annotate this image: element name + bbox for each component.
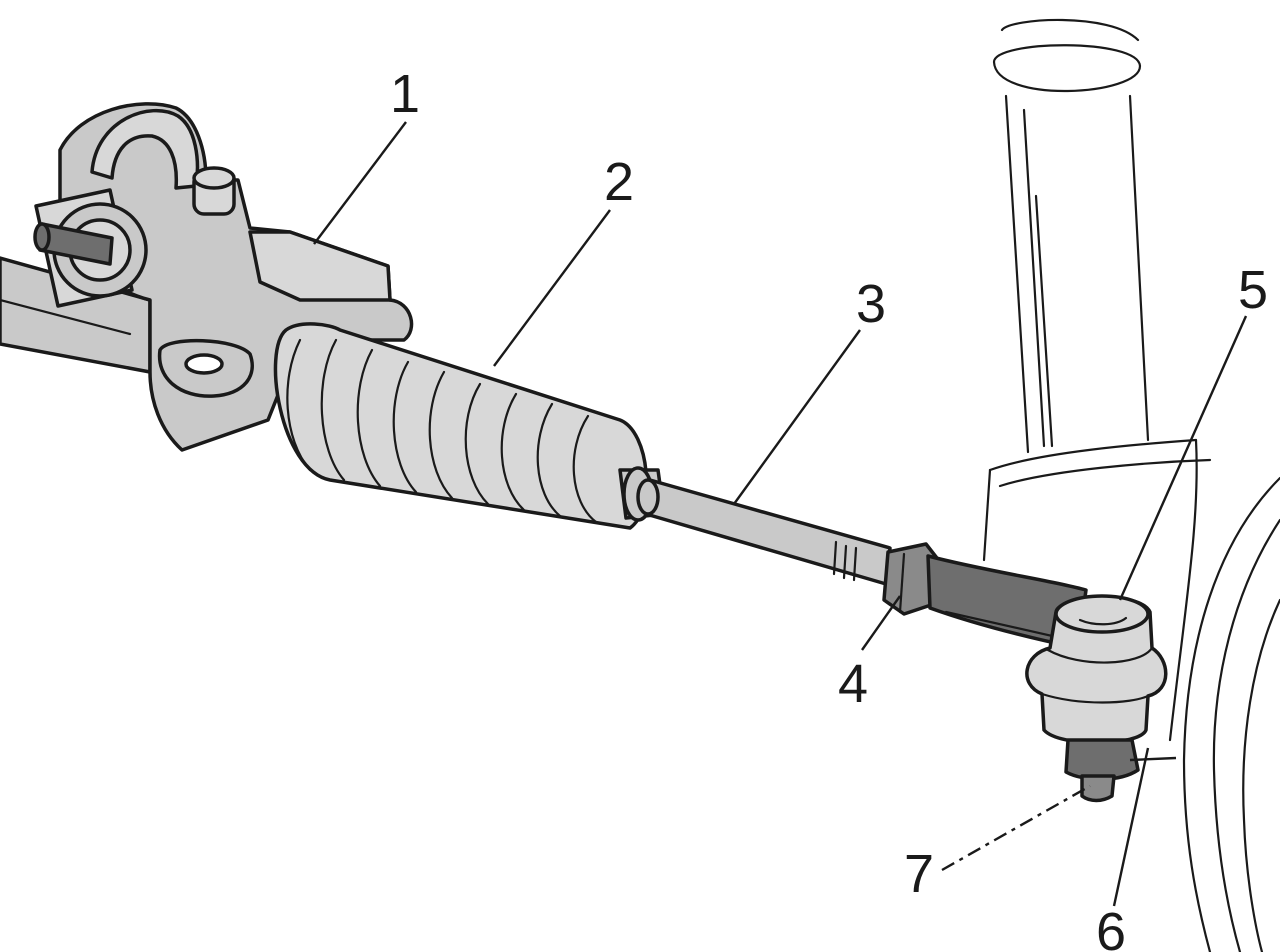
callout-7: 7	[904, 844, 934, 904]
rack-housing	[0, 102, 414, 452]
leader-lines	[313, 121, 1248, 907]
suspension-strut	[992, 18, 1150, 454]
leader-3	[733, 329, 861, 505]
leader-2	[493, 209, 611, 367]
steering-knuckle	[982, 438, 1212, 742]
callout-6: 6	[1096, 902, 1126, 952]
inner-tie-rod	[636, 478, 892, 586]
callout-4: 4	[838, 654, 868, 714]
wheel-rim	[1182, 476, 1280, 952]
leader-6	[1112, 747, 1150, 907]
rack-boot	[273, 322, 666, 530]
callout-1: 1	[390, 64, 420, 124]
callout-3: 3	[856, 274, 886, 334]
leader-6b	[1129, 756, 1177, 762]
leader-4	[861, 595, 901, 651]
callout-labels: 1 2 3 4 5 6 7	[390, 64, 1268, 952]
callout-5: 5	[1238, 260, 1268, 320]
callout-2: 2	[604, 152, 634, 212]
outer-tie-rod-end	[926, 554, 1168, 803]
leader-1	[313, 121, 407, 245]
leader-7	[941, 784, 1091, 872]
leader-5	[1118, 315, 1248, 601]
